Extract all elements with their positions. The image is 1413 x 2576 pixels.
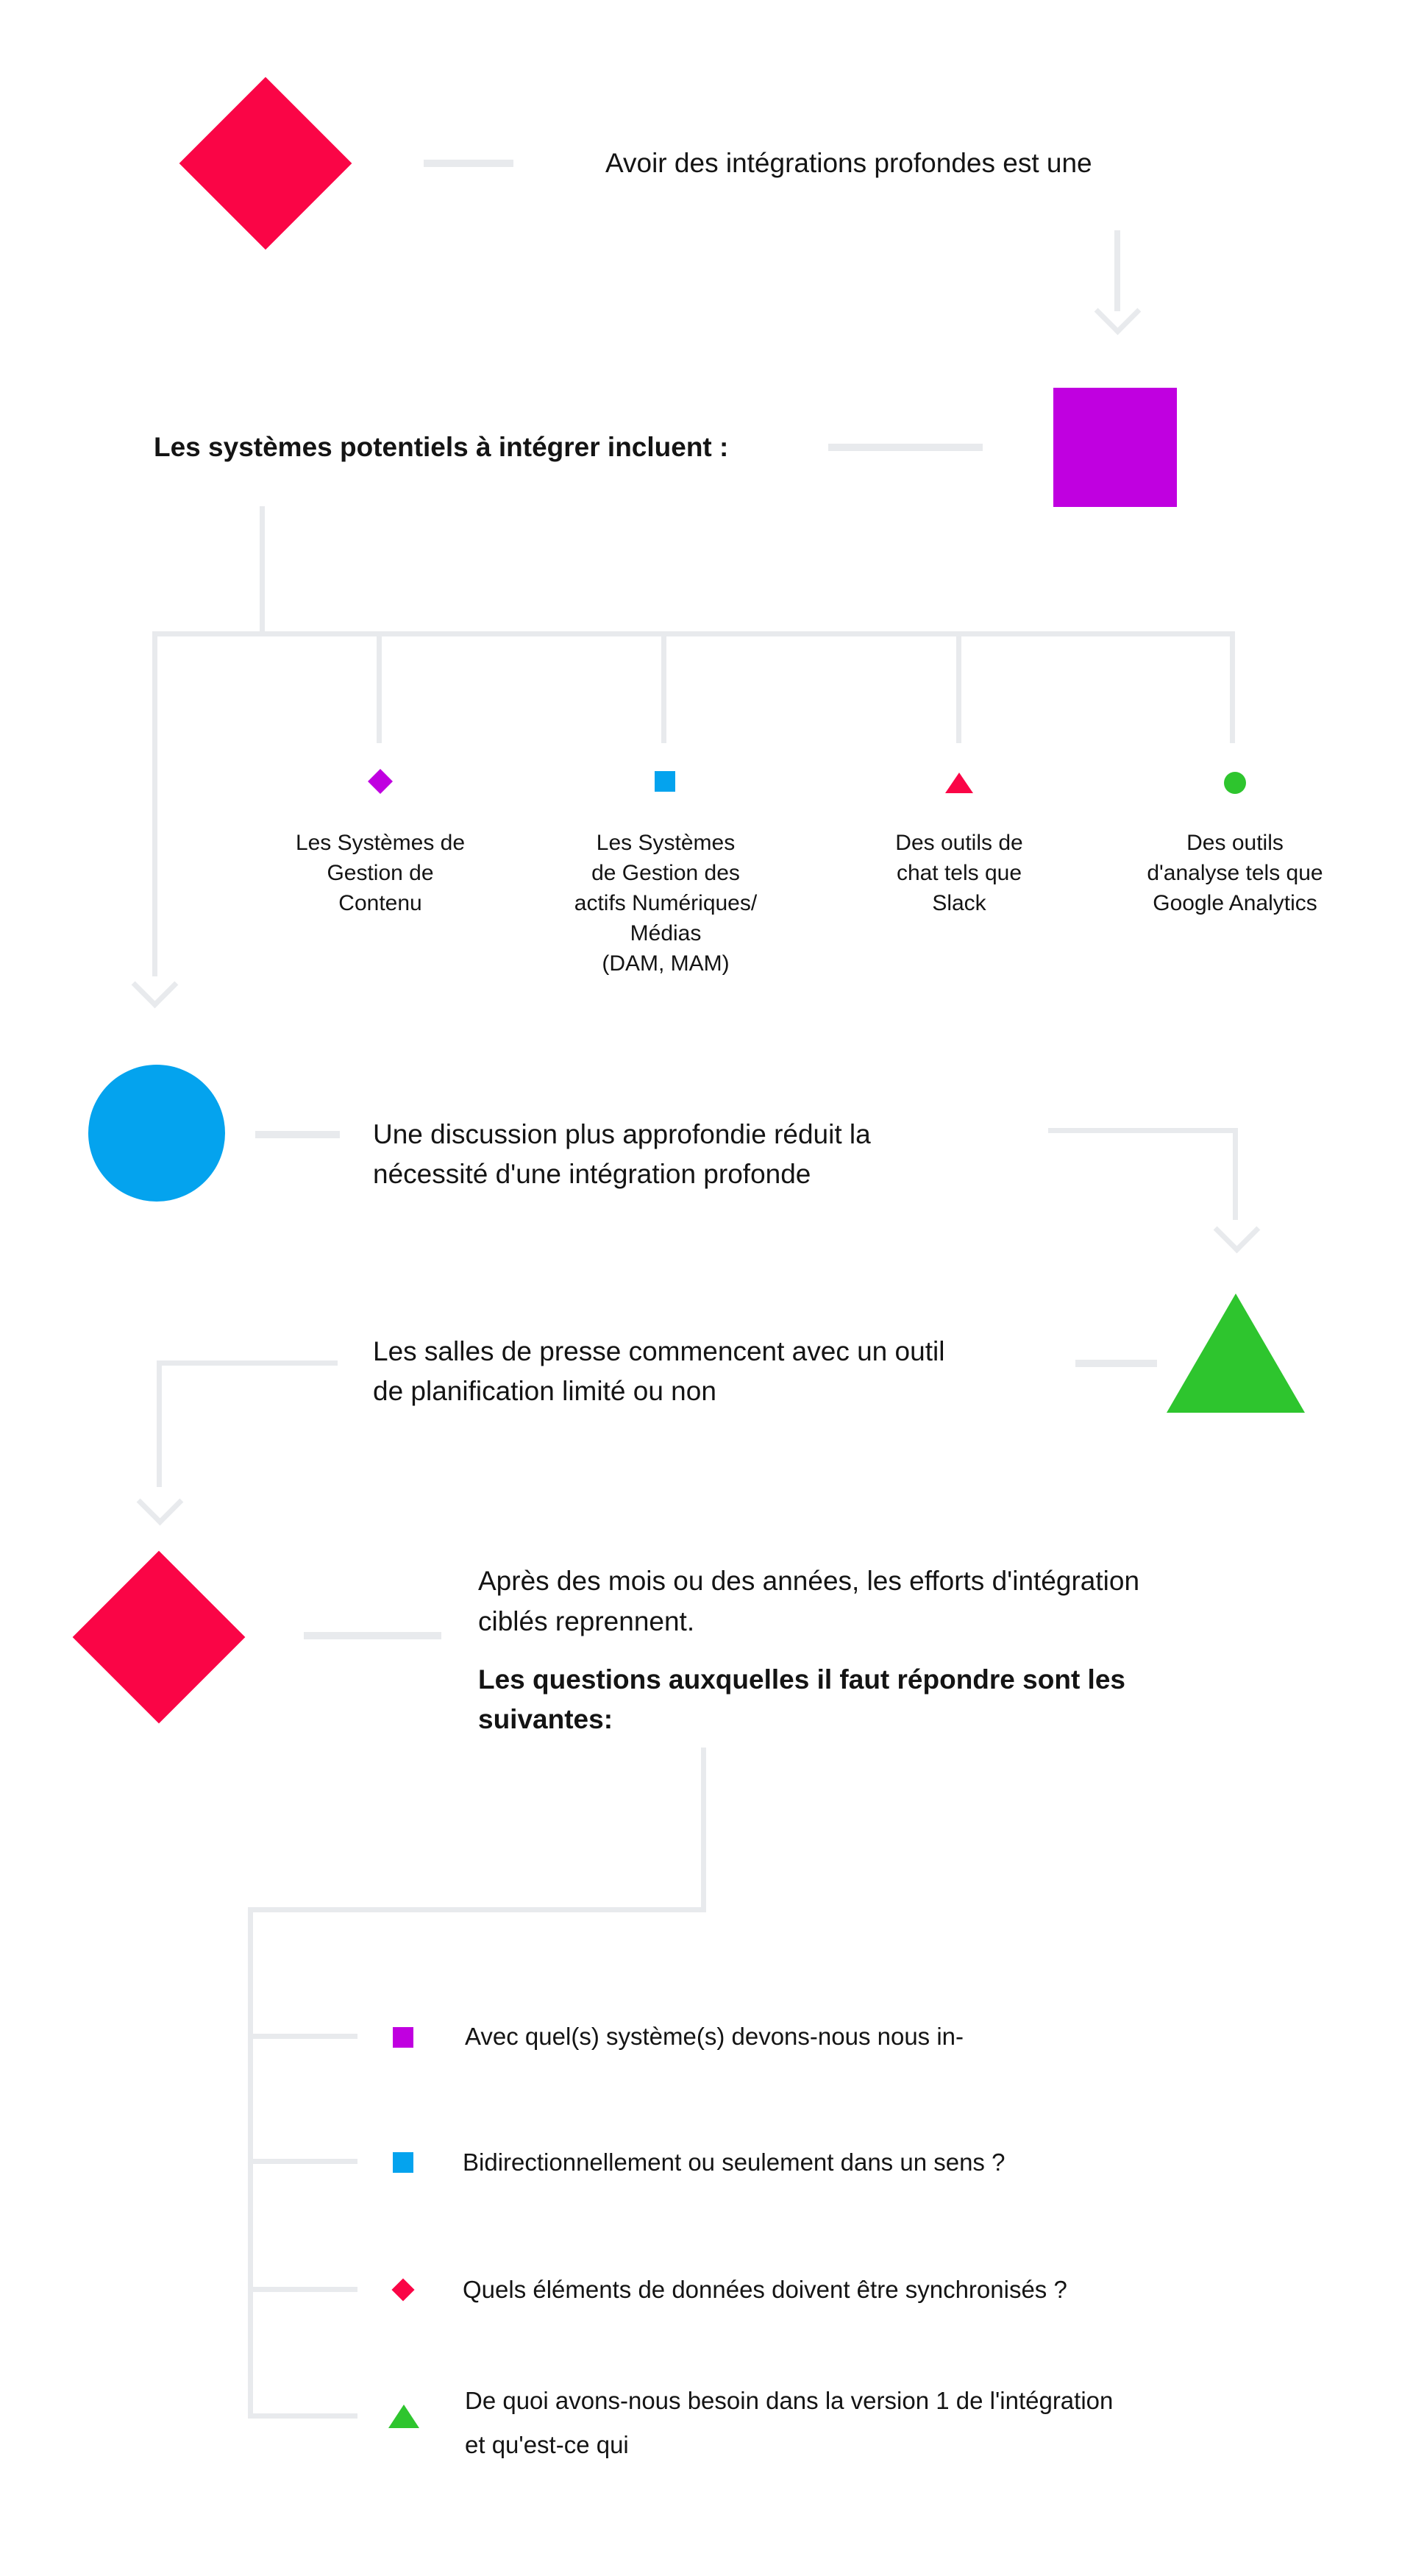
tree-trunk-line [260, 506, 265, 634]
connector-dash [255, 1131, 340, 1138]
branch-label: Des outils de chat tels que Slack [895, 831, 1023, 915]
tree-drop-line [956, 634, 961, 743]
question-text: Avec quel(s) système(s) devons-nous nous… [465, 2023, 964, 2050]
elbow-line-horizontal [157, 1360, 338, 1366]
step1-text: Avoir des intégrations profondes est une [605, 148, 1092, 178]
pink-triangle-icon [945, 773, 973, 793]
blue-circle-icon [88, 1065, 225, 1202]
connector-dash [304, 1632, 441, 1639]
arrow-down-icon [1213, 1206, 1261, 1254]
arrow-line [1114, 230, 1120, 311]
arrow-down-icon [1094, 288, 1142, 336]
green-circle-icon [1224, 772, 1246, 794]
question-text: Quels éléments de données doivent être s… [463, 2276, 1067, 2303]
pink-diamond-icon [391, 2278, 415, 2302]
elbow-line-vertical [1233, 1128, 1238, 1220]
step5-heading: Les questions auxquelles il faut répondr… [478, 1664, 1125, 1734]
step4-text: Les salles de presse commencent avec un … [373, 1336, 945, 1406]
magenta-square-icon [393, 2027, 413, 2048]
magenta-square-icon [1053, 388, 1177, 507]
elbow-line-horizontal [1048, 1128, 1238, 1133]
bracket-stub-line [248, 2287, 357, 2292]
connector-dash [424, 160, 513, 167]
tree-drop-line [1230, 634, 1235, 743]
blue-square-icon [655, 771, 675, 792]
branch-label: Les Systèmes de Gestion de Contenu [295, 831, 466, 915]
connector-dash [828, 444, 983, 451]
arrow-down-icon [131, 961, 179, 1009]
question-text: De quoi avons-nous besoin dans la versio… [465, 2387, 1114, 2458]
tree-horizontal-line [152, 631, 1235, 636]
tree-drop-line [152, 634, 157, 976]
green-triangle-icon [388, 2405, 419, 2428]
question-text: Bidirectionnellement ou seulement dans u… [463, 2149, 1006, 2176]
bracket-stub-line [248, 2034, 357, 2039]
bracket-stub-line [248, 2413, 357, 2419]
arrow-down-icon [136, 1478, 184, 1526]
tree-drop-line [661, 634, 666, 743]
pink-diamond-icon [179, 77, 352, 250]
step5-text: Après des mois ou des années, les effort… [478, 1566, 1140, 1636]
bracket-stub-line [248, 2159, 357, 2164]
step3-text: Une discussion plus approfondie réduit l… [373, 1119, 871, 1189]
step2-heading: Les systèmes potentiels à intégrer inclu… [154, 432, 729, 462]
branch-label: Les Systèmes de Gestion des actifs Numér… [574, 831, 758, 976]
tree-drop-line [377, 634, 382, 743]
blue-square-icon [393, 2152, 413, 2173]
magenta-diamond-icon [368, 769, 393, 794]
branch-label: Des outils d'analyse tels que Google Ana… [1147, 831, 1323, 915]
pink-diamond-icon [72, 1550, 246, 1724]
bracket-line-horizontal [248, 1907, 706, 1912]
connector-dash [1075, 1360, 1157, 1367]
elbow-line-vertical [157, 1360, 162, 1487]
bracket-line-vertical [701, 1748, 706, 1912]
green-triangle-icon [1167, 1294, 1305, 1413]
